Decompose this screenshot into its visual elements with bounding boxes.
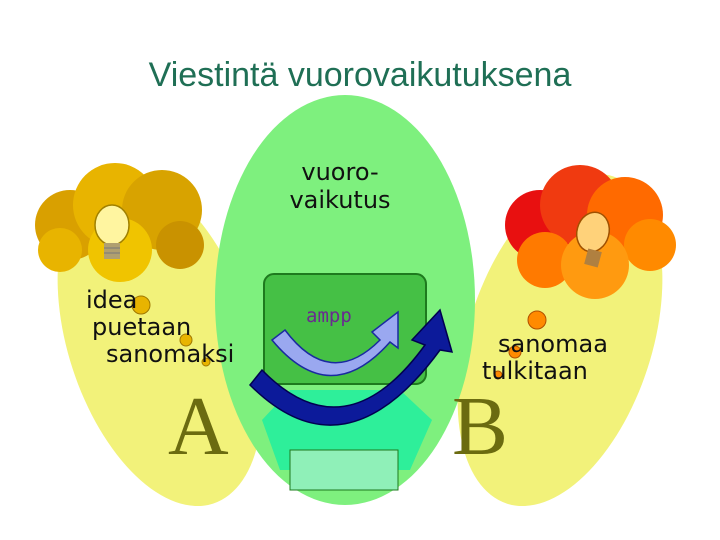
left-text-line2: puetaan <box>92 313 192 341</box>
right-dot <box>527 310 547 330</box>
arrow-light-icon <box>270 310 399 377</box>
center-word: ampp <box>306 305 352 327</box>
center-label-line2: vaikutus <box>289 186 391 214</box>
page-title: Viestintä vuorovaikutuksena <box>148 56 572 94</box>
left-text-line1: idea <box>86 286 138 314</box>
left-dot <box>179 333 193 347</box>
left-dot <box>131 295 151 315</box>
right-text-line1: sanomaa <box>498 330 608 358</box>
letter-b: B <box>452 380 509 473</box>
letter-a: A <box>168 380 229 473</box>
center-label-line1: vuoro- <box>301 158 379 186</box>
left-dot <box>201 357 211 367</box>
left-thought-cloud <box>35 163 204 282</box>
right-text-line2: tulkitaan <box>482 357 588 385</box>
channel-box <box>289 449 399 491</box>
right-thought-cloud <box>505 165 676 299</box>
lightbulb-icon <box>575 211 611 268</box>
lightbulb-icon <box>94 204 130 259</box>
arrow-dark-icon <box>248 308 454 426</box>
left-text-line3: sanomaksi <box>106 340 235 368</box>
right-dot <box>493 370 503 380</box>
center-label: vuoro- vaikutus <box>250 158 430 214</box>
right-dot <box>508 345 522 359</box>
